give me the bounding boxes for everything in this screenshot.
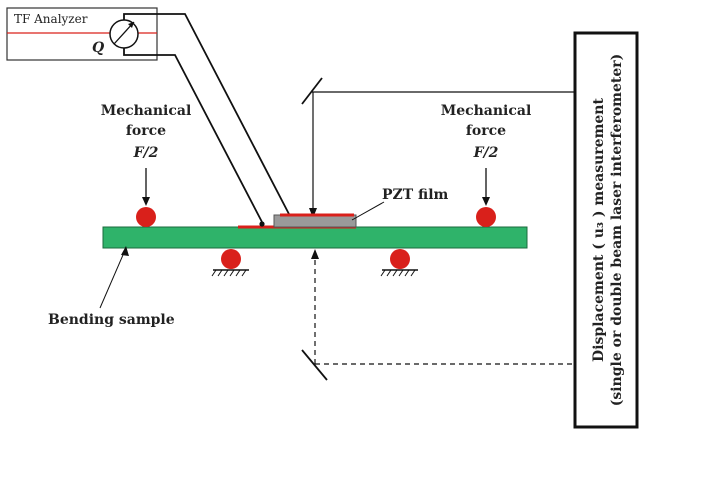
force-label-right-line2: force (466, 123, 506, 139)
force-label-left-line2: force (126, 123, 166, 139)
force-label-right-line3: F/2 (473, 145, 499, 161)
ground-hatch-left (211, 269, 247, 277)
force-label-right-line1: Mechanical (441, 103, 532, 119)
force-ball-left (136, 207, 156, 227)
beam-arrow-bottom (311, 249, 319, 259)
force-arrowhead-left (142, 197, 150, 206)
force-label-left-line3: F/2 (133, 145, 159, 161)
force-label-left: Mechanical force F/2 (101, 103, 192, 161)
mirror-bottom (301, 349, 328, 381)
pzt-film-label: PZT film (382, 187, 449, 203)
laser-beam-path (301, 77, 575, 381)
measurement-text-line1: Displacement ( u₃ ) measurement (591, 98, 607, 362)
measurement-text-line2: (single or double beam laser interferome… (609, 54, 625, 407)
wires (123, 13, 291, 223)
contact-point (259, 221, 265, 227)
tf-analyzer: TF Analyzer Q (6, 7, 158, 61)
wire-top-electrode (123, 13, 291, 217)
force-ball-right (476, 207, 496, 227)
pzt-film-leader (351, 201, 385, 221)
bending-sample-arrowhead (121, 246, 129, 256)
tf-analyzer-label: TF Analyzer (14, 12, 88, 26)
beam-arrow-top (309, 208, 317, 218)
measurement-text-group: Displacement ( u₃ ) measurement (single … (591, 54, 625, 407)
charge-symbol: Q (92, 40, 104, 56)
bending-sample-label: Bending sample (48, 312, 175, 328)
mirror-top (301, 77, 323, 105)
force-label-right: Mechanical force F/2 (441, 103, 532, 161)
force-arrowhead-right (482, 197, 490, 206)
pzt-film (273, 214, 357, 228)
displacement-measurement-box (573, 31, 639, 429)
support-left (211, 249, 249, 277)
support-ball-right (390, 249, 410, 269)
force-label-left-line1: Mechanical (101, 103, 192, 119)
wire-bottom-electrode (123, 48, 263, 223)
support-ball-left (221, 249, 241, 269)
ground-hatch-right (380, 269, 416, 277)
meter-arrowhead (128, 22, 134, 28)
bending-sample-beam (102, 226, 528, 249)
bending-sample-leader (99, 247, 127, 309)
support-right (380, 249, 418, 277)
